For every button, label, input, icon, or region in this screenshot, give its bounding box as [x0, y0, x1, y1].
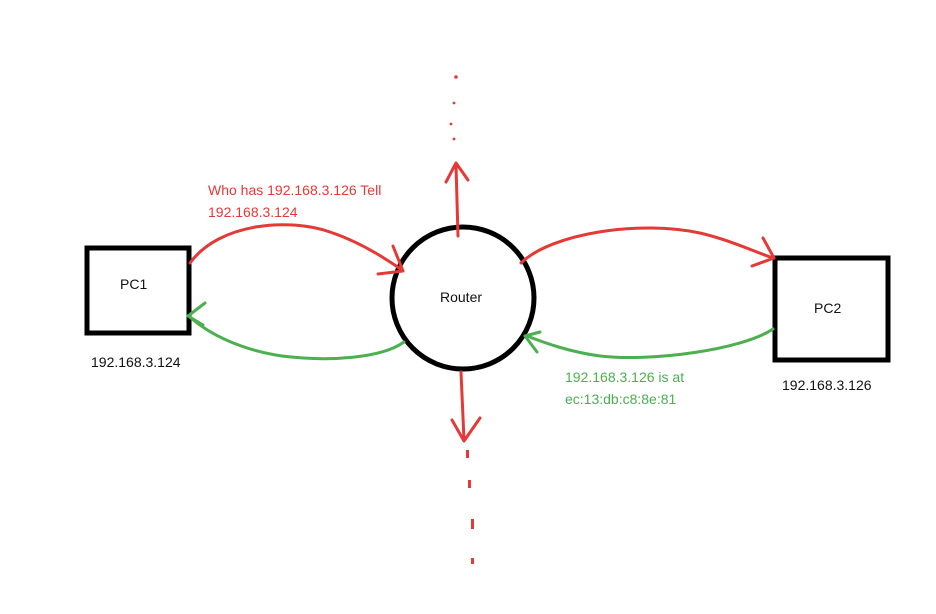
pc2-box: [772, 255, 891, 363]
pc1-label: PC1: [120, 276, 148, 292]
pc2-label: PC2: [814, 300, 842, 316]
request-text-line1: Who has 192.168.3.126 Tell: [208, 182, 382, 198]
broadcast-dot-up: [454, 75, 458, 79]
router-label: Router: [440, 289, 483, 305]
broadcast-arrowhead-down: [450, 416, 482, 443]
broadcast-dot-up: [452, 101, 456, 105]
reply-arrowhead-router-pc1: [186, 301, 207, 327]
reply-arrow-pc2-router: [525, 327, 775, 359]
broadcast-arrowhead-up: [444, 161, 470, 184]
reply-text-line1: 192.168.3.126 is at: [565, 369, 685, 385]
request-arrow-pc1-router: [188, 223, 404, 272]
pc2-ip: 192.168.3.126: [782, 377, 872, 393]
pc1-ip: 192.168.3.124: [91, 354, 181, 370]
broadcast-dot-up: [452, 137, 456, 141]
router-circle: [389, 224, 537, 372]
request-arrowhead-pc1-router: [376, 244, 405, 276]
broadcast-dot-down: [466, 450, 469, 458]
broadcast-dot-up: [449, 122, 453, 126]
request-arrow-router-pc2: [519, 226, 775, 265]
broadcast-dot-down: [471, 519, 474, 529]
request-text-line2: 192.168.3.124: [208, 204, 298, 220]
broadcast-arrow-down: [459, 370, 466, 442]
pc1-box: [84, 245, 192, 336]
broadcast-dot-down: [471, 558, 474, 564]
broadcast-arrow-up: [454, 163, 460, 238]
broadcast-dot-down: [468, 480, 471, 488]
reply-arrowhead-pc2-router: [523, 330, 542, 354]
request-arrowhead-router-pc2: [750, 236, 776, 268]
reply-arrow-router-pc1: [188, 315, 406, 361]
reply-text-line2: ec:13:db:c8:8e:81: [565, 391, 677, 407]
